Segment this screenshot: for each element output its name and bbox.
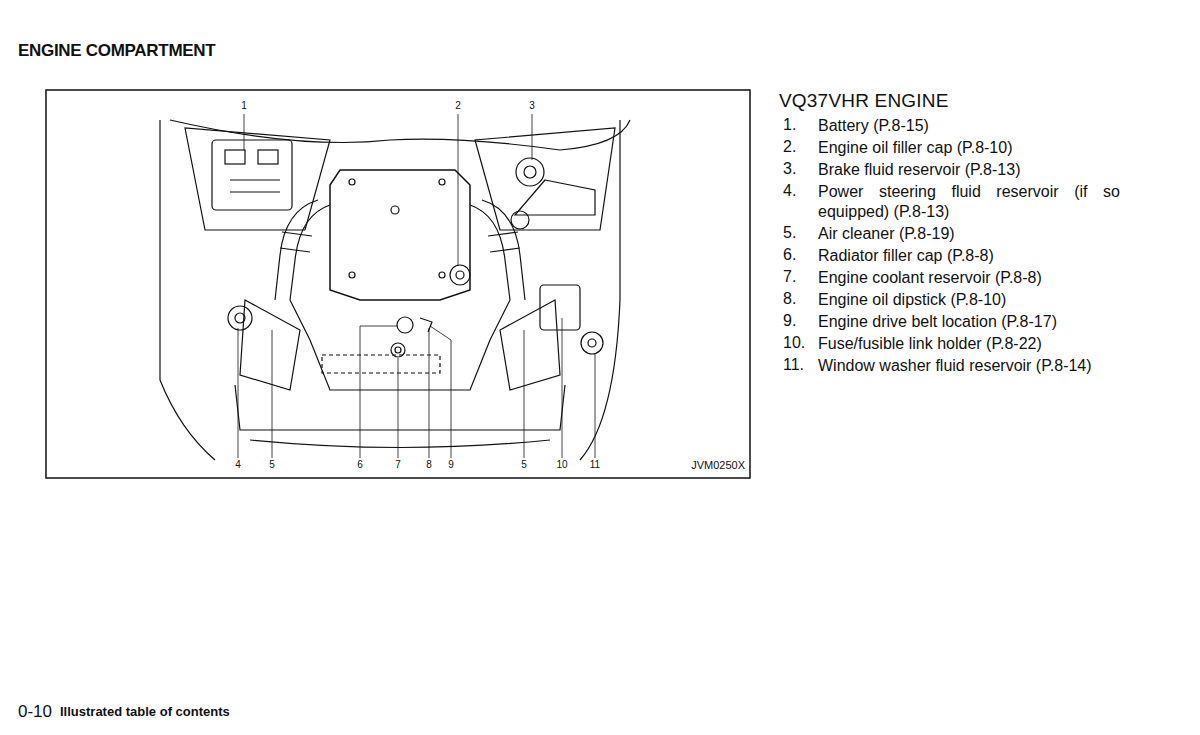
list-item: Power steering fluid reservoir (if so eq…	[818, 182, 1120, 222]
list-number: 6.	[783, 246, 796, 264]
callout-number: 5	[520, 459, 528, 471]
list-item: Brake fluid reservoir (P.8-13)	[818, 160, 1120, 180]
list-number: 11.	[783, 356, 804, 374]
section-heading: VQ37VHR ENGINE	[779, 90, 949, 112]
callout-number: 6	[356, 459, 364, 471]
list-item: Fuse/fusible link holder (P.8-22)	[818, 334, 1120, 354]
list-item: Engine drive belt location (P.8-17)	[818, 312, 1120, 332]
list-number: 10.	[783, 334, 805, 352]
callout-number: 4	[234, 459, 242, 471]
callout-number: 2	[454, 100, 462, 112]
list-item: Engine oil filler cap (P.8-10)	[818, 138, 1120, 158]
callout-number: 5	[268, 459, 276, 471]
list-item: Battery (P.8-15)	[818, 116, 1120, 136]
page-number: 0-10	[18, 702, 52, 722]
list-number: 3.	[783, 160, 796, 178]
callout-number: 7	[394, 459, 402, 471]
callout-number: 10	[555, 459, 568, 471]
page-footer: Illustrated table of contents	[60, 705, 230, 720]
list-number: 5.	[783, 224, 796, 242]
list-item: Air cleaner (P.8-19)	[818, 224, 1120, 244]
list-number: 4.	[783, 182, 796, 200]
callout-number: 8	[425, 459, 433, 471]
list-item: Engine coolant reservoir (P.8-8)	[818, 268, 1120, 288]
list-item: Engine oil dipstick (P.8-10)	[818, 290, 1120, 310]
page-title: ENGINE COMPARTMENT	[18, 41, 215, 61]
callout-number: 3	[528, 100, 536, 112]
list-item: Radiator filler cap (P.8-8)	[818, 246, 1120, 266]
callout-number: 11	[589, 459, 601, 471]
list-item: Window washer fluid reservoir (P.8-14)	[818, 356, 1120, 376]
callout-number: 9	[447, 459, 455, 471]
list-number: 8.	[783, 290, 796, 308]
figure-code: JVM0250X	[691, 459, 745, 472]
list-number: 2.	[783, 138, 796, 156]
list-number: 9.	[783, 312, 796, 330]
list-number: 7.	[783, 268, 796, 286]
list-number: 1.	[783, 116, 796, 134]
callout-number: 1	[240, 100, 248, 112]
